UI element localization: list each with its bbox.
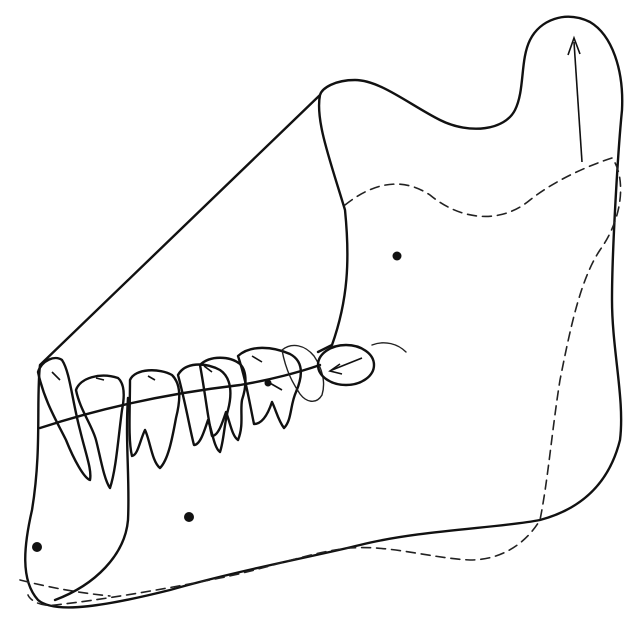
tooth-premolar-1: [130, 370, 180, 468]
condyle-vertical-arrow: [574, 42, 582, 162]
tooth-bud-crypt: [372, 343, 406, 352]
ramus-point: [393, 252, 402, 261]
molar-point: [265, 380, 272, 387]
inner-dashed-contour: [28, 158, 621, 605]
tooth-premolar-2: [178, 365, 230, 452]
tooth-canine: [76, 376, 124, 488]
tooth-molar-2: [238, 348, 301, 428]
tooth-bud-arrow: [332, 358, 362, 370]
tooth-incisor: [38, 358, 90, 480]
tooth-molar-1: [200, 358, 246, 440]
body-point: [184, 512, 194, 522]
chin-point: [32, 542, 42, 552]
mandible-outline: [25, 17, 622, 608]
